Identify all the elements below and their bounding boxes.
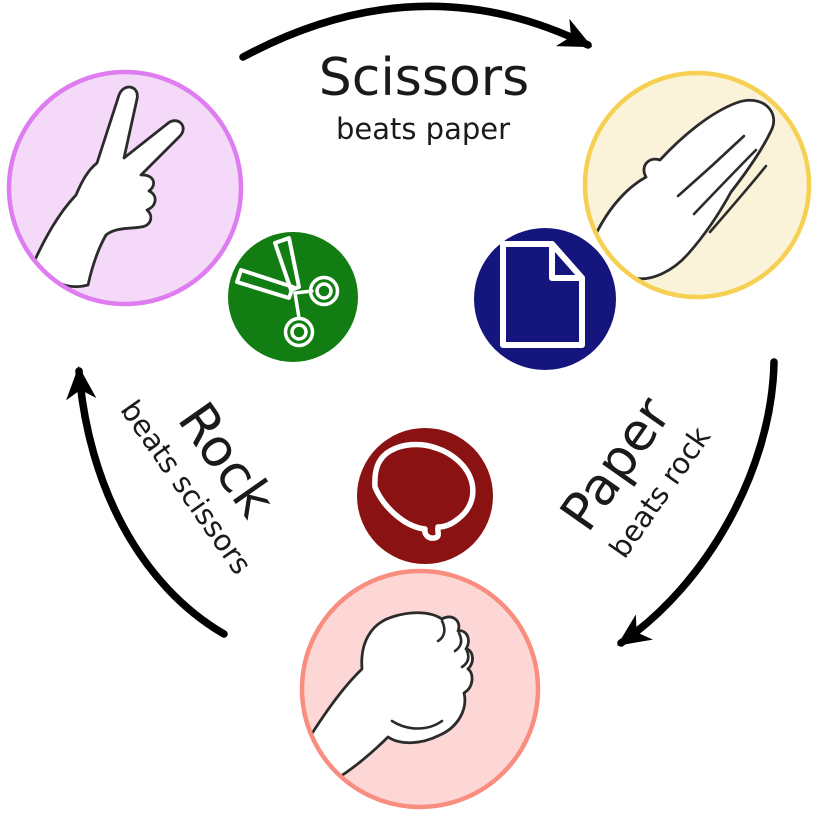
rock-badge: [357, 428, 493, 564]
flat-hand-gesture-icon: [592, 98, 776, 281]
fist-gesture-icon: [302, 611, 474, 785]
paper-hand-node: [582, 70, 812, 300]
arrow-scissors-to-paper: [239, 2, 593, 61]
document-icon: [500, 241, 585, 348]
arrow-rock-to-scissors: [66, 366, 228, 638]
scissors-badge-circle: [228, 232, 358, 362]
paper-badge-circle: [474, 228, 616, 370]
stone-icon: [372, 441, 476, 541]
scissors-node-border: [6, 69, 244, 307]
scissors-hand-gesture-icon: [31, 85, 185, 289]
label-scissors-rule: beats paper: [336, 112, 510, 146]
paper-node-border: [582, 70, 812, 300]
scissors-hand-node: [6, 69, 244, 307]
rock-node-border: [299, 568, 541, 810]
arrow-paper-to-rock: [617, 358, 778, 647]
cycle-arrows: [66, 2, 778, 647]
scissors-badge: [228, 232, 358, 362]
scissors-icon: [235, 236, 340, 348]
rock-hand-node: [299, 568, 541, 810]
label-scissors: Scissors: [319, 48, 530, 108]
paper-badge: [474, 228, 616, 370]
